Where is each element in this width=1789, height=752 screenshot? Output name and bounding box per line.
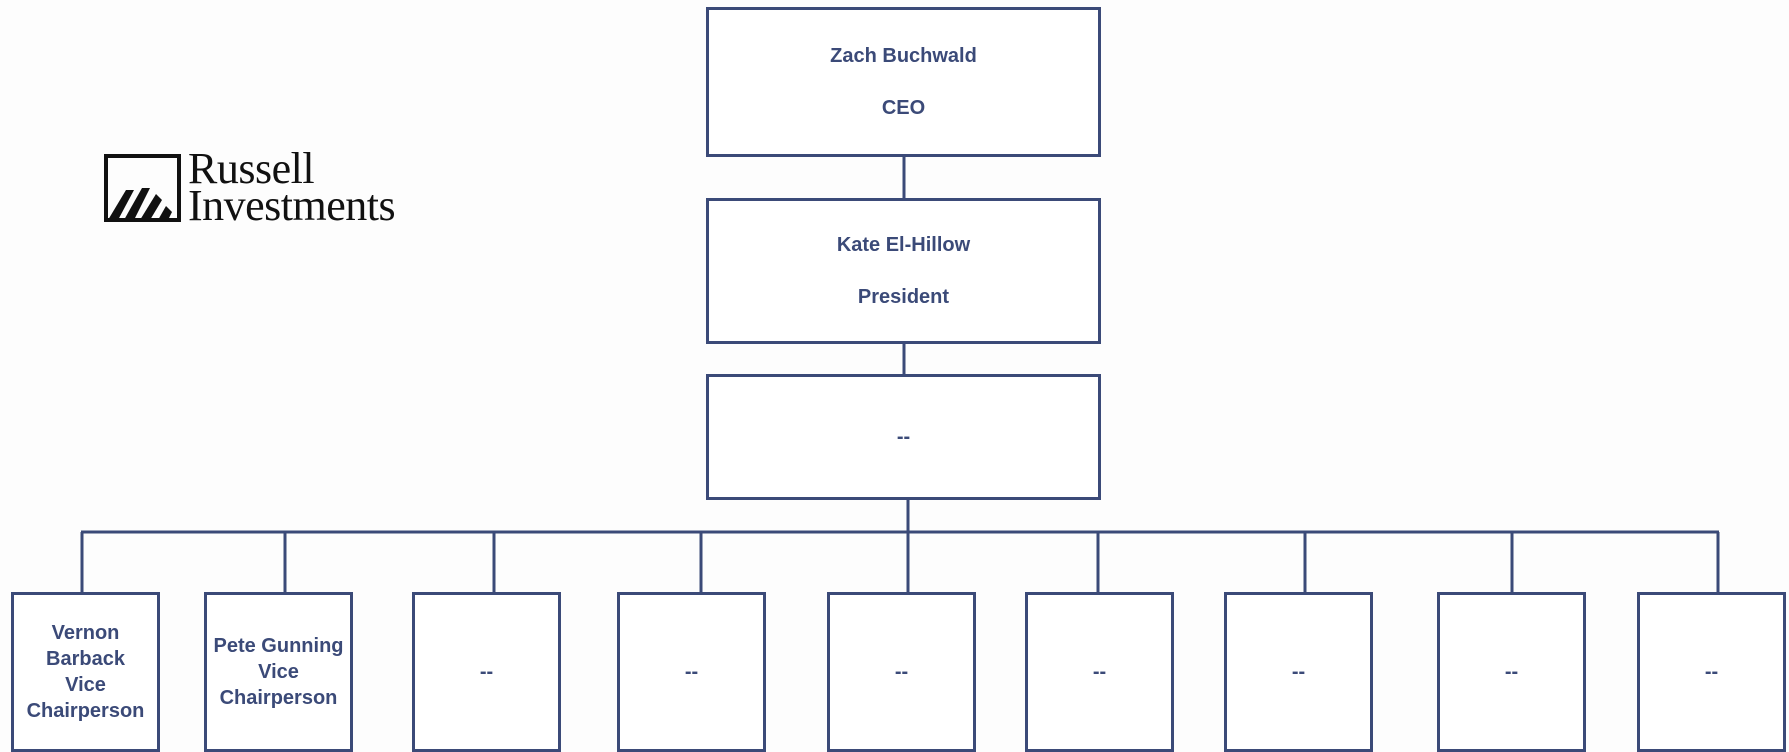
- node-bottom-7: --: [1224, 592, 1373, 752]
- node-bottom-9-label: --: [1704, 661, 1719, 683]
- logo-line-1: Russell: [188, 144, 315, 193]
- node-bottom-7-label: --: [1291, 661, 1306, 683]
- node-president-title: President: [857, 286, 950, 308]
- node-ceo: Zach Buchwald CEO: [706, 7, 1101, 157]
- node-bottom-8-label: --: [1504, 661, 1519, 683]
- node-level3-label: --: [896, 426, 911, 448]
- node-bottom-2-label: Pete Gunning Vice Chairperson: [213, 635, 344, 709]
- node-president-label: Kate El-Hillow President: [837, 206, 970, 336]
- node-bottom-5: --: [827, 592, 976, 752]
- node-bottom-5-label: --: [894, 661, 909, 683]
- node-bottom-3-label: --: [479, 661, 494, 683]
- node-bottom-9: --: [1637, 592, 1786, 752]
- node-bottom-2: Pete Gunning Vice Chairperson: [204, 592, 353, 752]
- russell-investments-logo: Russell Investments: [104, 144, 429, 230]
- node-ceo-label: Zach Buchwald CEO: [830, 17, 977, 147]
- node-president: Kate El-Hillow President: [706, 198, 1101, 344]
- node-bottom-8: --: [1437, 592, 1586, 752]
- node-president-name: Kate El-Hillow: [836, 234, 971, 256]
- node-level3: --: [706, 374, 1101, 500]
- node-bottom-3: --: [412, 592, 561, 752]
- node-bottom-1: Vernon Barback Vice Chairperson: [11, 592, 160, 752]
- logo-wordmark: Russell Investments: [188, 144, 396, 230]
- node-bottom-6-label: --: [1092, 661, 1107, 683]
- node-bottom-1-label: Vernon Barback Vice Chairperson: [26, 622, 145, 722]
- logo-line-2: Investments: [188, 181, 396, 230]
- node-ceo-name: Zach Buchwald: [830, 45, 977, 67]
- node-bottom-4-label: --: [684, 661, 699, 683]
- logo-mark-icon: [104, 154, 181, 222]
- node-bottom-6: --: [1025, 592, 1174, 752]
- node-bottom-4: --: [617, 592, 766, 752]
- node-ceo-title: CEO: [881, 97, 926, 119]
